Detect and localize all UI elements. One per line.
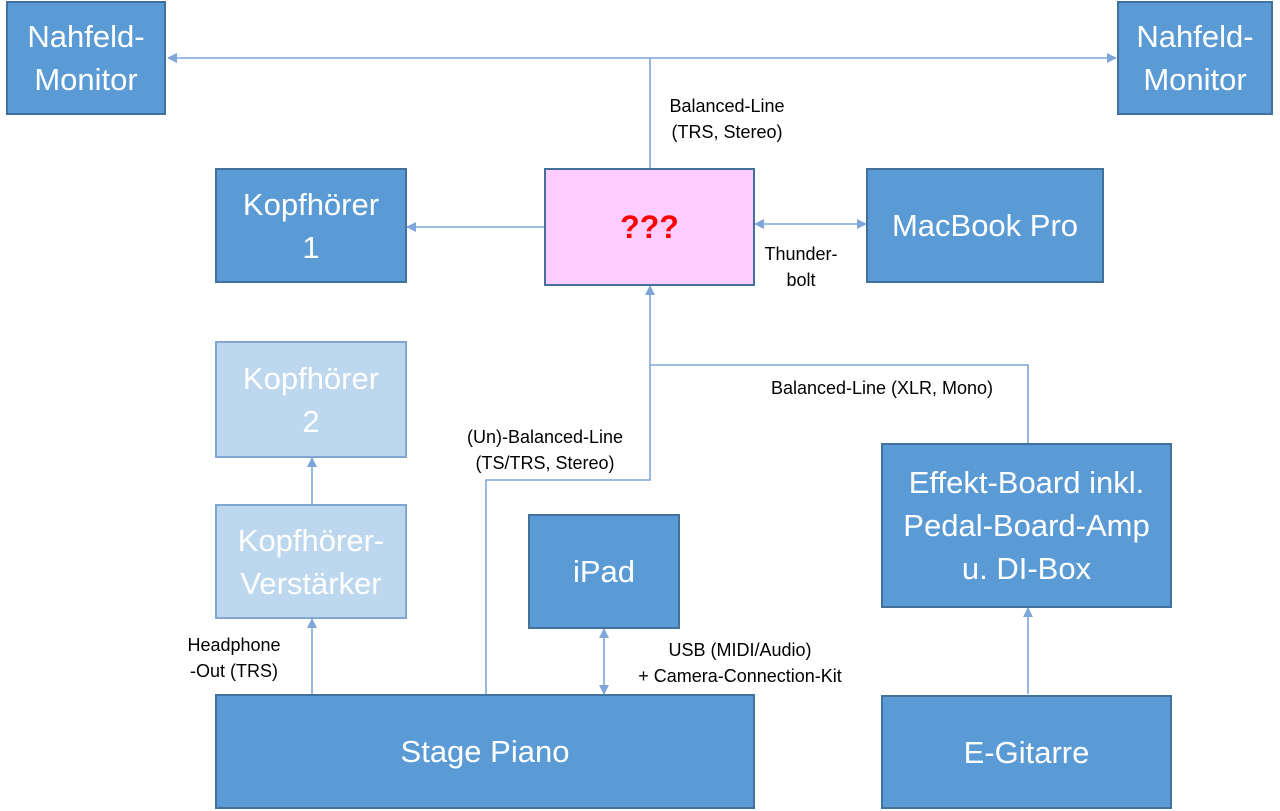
macbook-pro: MacBook Pro bbox=[866, 168, 1104, 283]
kopfhoerer-verstaerker: Kopfhörer- Verstärker bbox=[215, 504, 407, 619]
nahfeld-monitor-right: Nahfeld- Monitor bbox=[1117, 1, 1273, 115]
audio-interface-label: ??? bbox=[620, 208, 679, 245]
label-headphone-out: Headphone -Out (TRS) bbox=[187, 635, 281, 681]
stage-piano-label: Stage Piano bbox=[400, 734, 570, 769]
nahfeld-monitor-right-label: Nahfeld- Monitor bbox=[1136, 19, 1254, 97]
label-thunderbolt: Thunder- bolt bbox=[764, 244, 838, 290]
effekt-board-label: Effekt-Board inkl. Pedal-Board-Amp u. DI… bbox=[903, 465, 1150, 586]
e-gitarre: E-Gitarre bbox=[881, 695, 1172, 809]
kopfhoerer-2-label: Kopfhörer 2 bbox=[242, 360, 380, 439]
ipad: iPad bbox=[528, 514, 680, 629]
effekt-board: Effekt-Board inkl. Pedal-Board-Amp u. DI… bbox=[881, 443, 1172, 608]
stage-piano: Stage Piano bbox=[215, 694, 755, 809]
ipad-label: iPad bbox=[572, 554, 636, 589]
nahfeld-monitor-left: Nahfeld- Monitor bbox=[6, 1, 166, 115]
label-usb: USB (MIDI/Audio) + Camera-Connection-Kit bbox=[638, 640, 842, 686]
label-monitor-line: Balanced-Line (TRS, Stereo) bbox=[669, 96, 785, 142]
wire-from-effects bbox=[650, 364, 1029, 443]
label-xlr-line: Balanced-Line (XLR, Mono) bbox=[770, 378, 994, 398]
kopfhoerer-1: Kopfhörer 1 bbox=[215, 168, 407, 283]
audio-interface: ??? bbox=[544, 168, 755, 286]
wire-from-stage-piano bbox=[485, 365, 651, 694]
kopfhoerer-2: Kopfhörer 2 bbox=[215, 341, 407, 458]
macbook-pro-label: MacBook Pro bbox=[891, 208, 1079, 243]
kopfhoerer-verstaerker-label: Kopfhörer- Verstärker bbox=[237, 522, 385, 601]
nahfeld-monitor-left-label: Nahfeld- Monitor bbox=[27, 19, 145, 97]
label-piano-line: (Un)-Balanced-Line (TS/TRS, Stereo) bbox=[466, 427, 624, 473]
e-gitarre-label: E-Gitarre bbox=[963, 734, 1090, 770]
kopfhoerer-1-label: Kopfhörer 1 bbox=[242, 186, 380, 265]
